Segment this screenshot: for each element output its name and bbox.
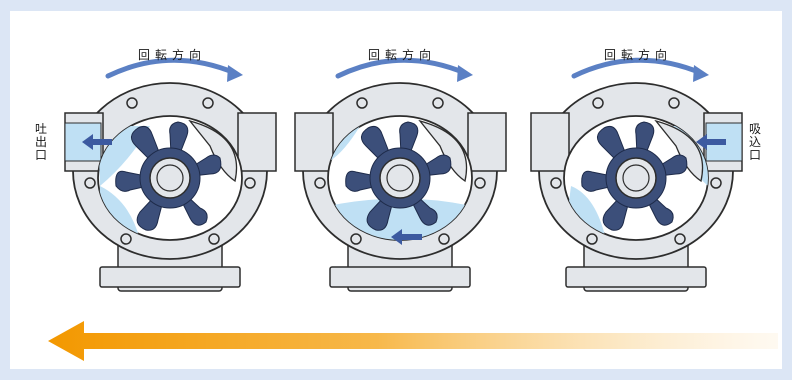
port-pipe-right <box>237 112 277 172</box>
bolt-set <box>84 97 256 245</box>
rotation-direction-label: 回転方向 <box>137 48 206 62</box>
bolt-set <box>314 97 486 245</box>
rotation-arrow <box>571 57 704 79</box>
diagram-frame: 回転方向 吐出口 <box>10 11 782 369</box>
rotation-arrowhead <box>693 65 709 82</box>
suction-port-label: 吸込口 <box>748 122 761 162</box>
shaft <box>156 164 184 192</box>
rotation-arrowhead <box>227 65 243 82</box>
suction-flow-arrow <box>696 134 726 150</box>
port-pipe-left <box>294 112 334 172</box>
pump-drawing <box>530 57 743 292</box>
pump-diagram-discharge: 回転方向 吐出口 <box>35 11 310 311</box>
pump-diagram-middle: 回転方向 <box>290 11 540 311</box>
pump-diagram-suction: 回転方向 吸込口 <box>526 11 776 311</box>
rotation-direction-label: 回転方向 <box>367 48 436 62</box>
port-pipe-left <box>530 112 570 172</box>
internal-flow-arrow <box>391 229 422 245</box>
discharge-flow-arrow <box>82 134 112 150</box>
rotation-direction-label: 回転方向 <box>603 48 672 62</box>
flow-direction-arrow <box>48 321 778 361</box>
bolt-set <box>550 97 722 245</box>
pump-foot <box>565 266 707 288</box>
discharge-port-label: 吐出口 <box>34 122 47 162</box>
rotation-arrow <box>105 57 238 79</box>
pump-foot <box>329 266 471 288</box>
rotation-arrow <box>335 57 468 79</box>
pump-drawing <box>294 57 507 292</box>
shaft <box>622 164 650 192</box>
shaft <box>386 164 414 192</box>
pump-foot <box>99 266 241 288</box>
pump-drawing <box>64 57 277 292</box>
rotation-arrowhead <box>457 65 473 82</box>
port-pipe-right <box>467 112 507 172</box>
